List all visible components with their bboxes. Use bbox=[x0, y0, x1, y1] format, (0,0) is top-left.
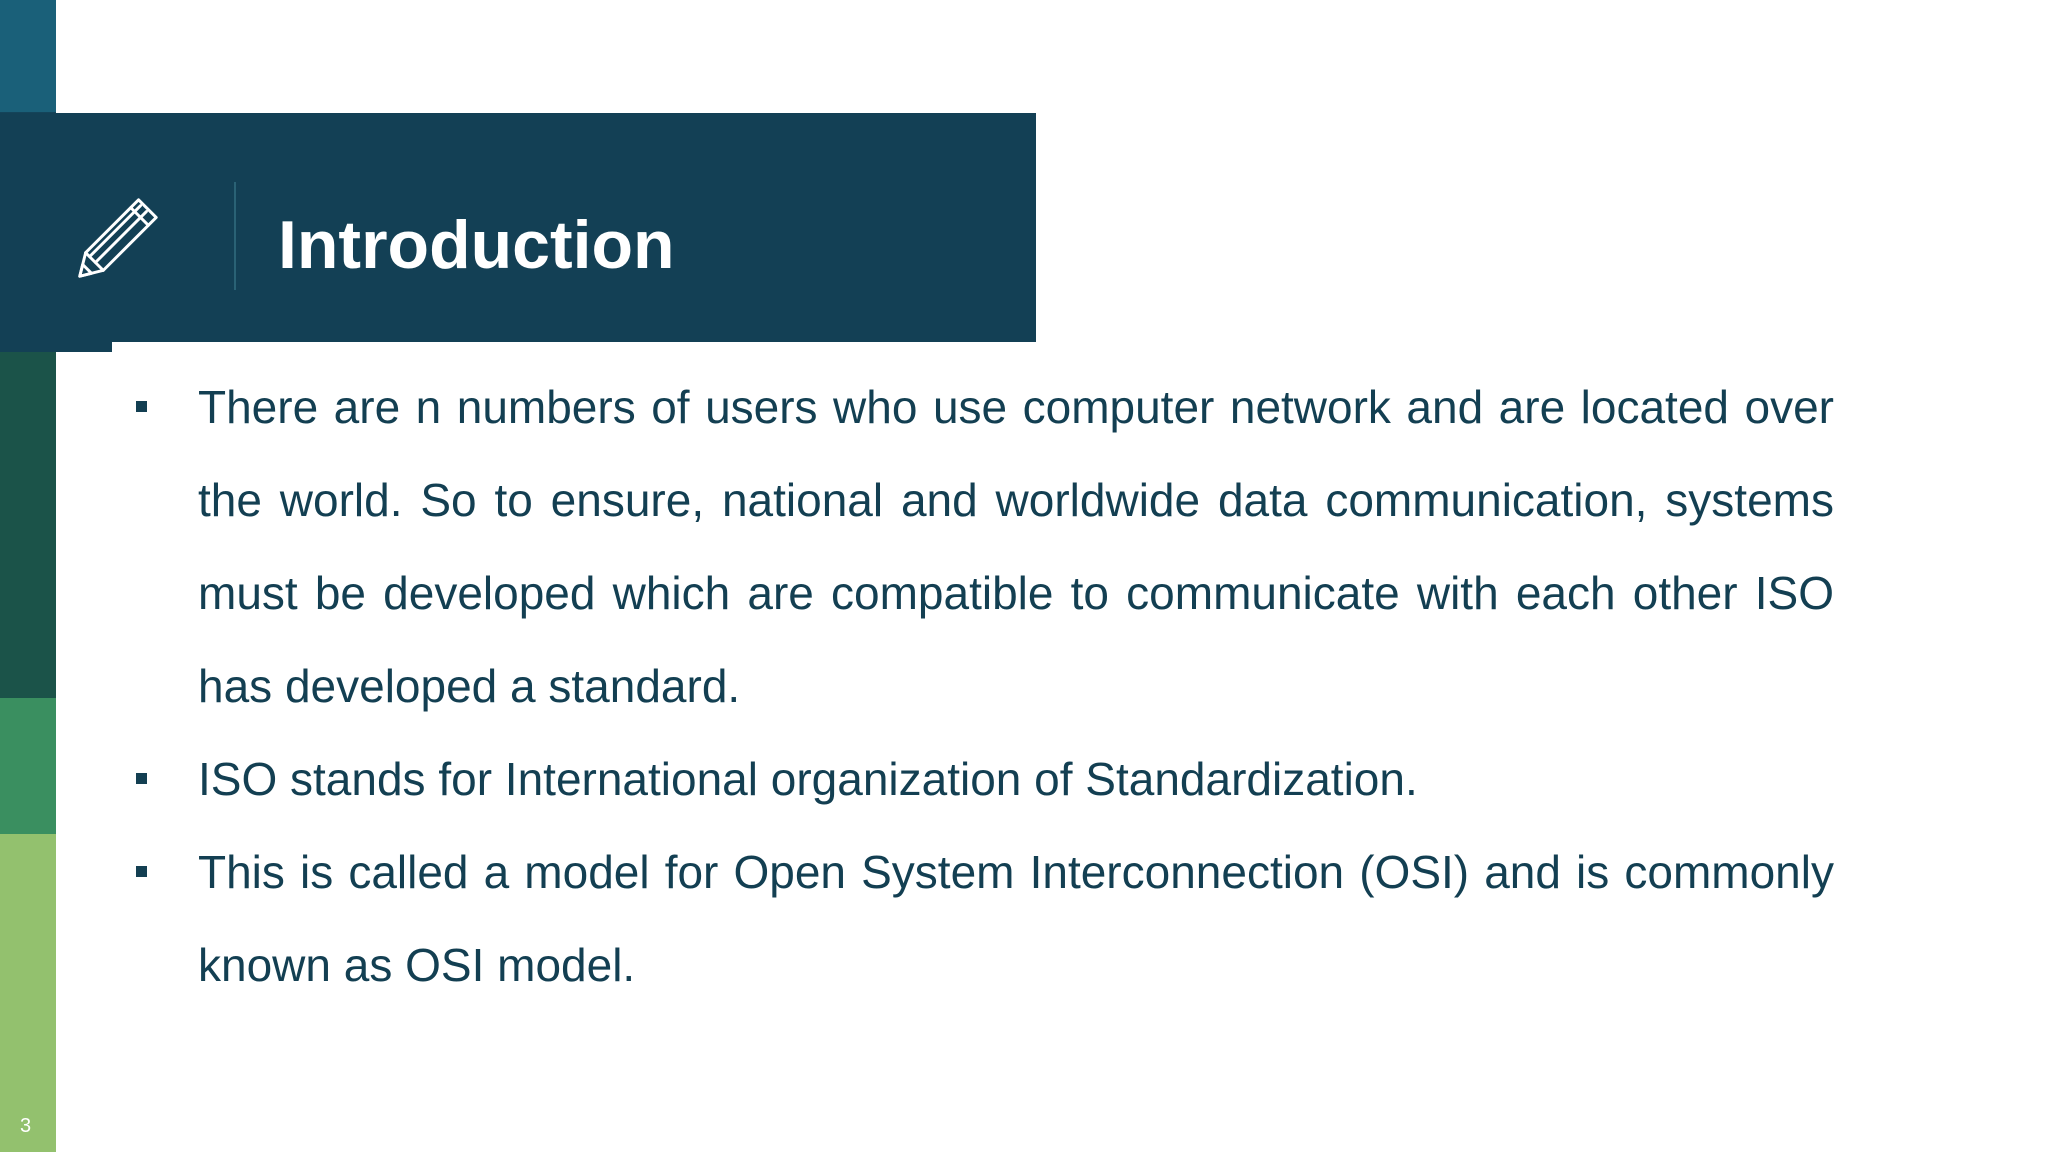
bullet-text: ISO stands for International organizatio… bbox=[198, 753, 1418, 805]
square-bullet-icon bbox=[136, 773, 147, 784]
sidebar-segment-4 bbox=[0, 698, 56, 834]
title-divider bbox=[234, 182, 236, 290]
sidebar-segment-3 bbox=[0, 350, 56, 698]
title-banner-notch bbox=[0, 342, 112, 352]
square-bullet-icon bbox=[136, 866, 147, 877]
bullet-item: ISO stands for International organizatio… bbox=[130, 733, 1834, 826]
bullet-text: There are n numbers of users who use com… bbox=[198, 381, 1834, 712]
sidebar-segment-5 bbox=[0, 834, 56, 1152]
bullet-text: This is called a model for Open System I… bbox=[198, 846, 1834, 991]
pencil-icon bbox=[78, 198, 158, 278]
bullet-list: There are n numbers of users who use com… bbox=[130, 361, 1834, 1012]
bullet-item: There are n numbers of users who use com… bbox=[130, 361, 1834, 733]
bullet-item: This is called a model for Open System I… bbox=[130, 826, 1834, 1012]
slide-number: 3 bbox=[20, 1115, 32, 1137]
sidebar-segment-1 bbox=[0, 0, 56, 112]
square-bullet-icon bbox=[136, 401, 147, 412]
slide-title: Introduction bbox=[278, 207, 675, 283]
title-banner bbox=[0, 113, 1036, 342]
